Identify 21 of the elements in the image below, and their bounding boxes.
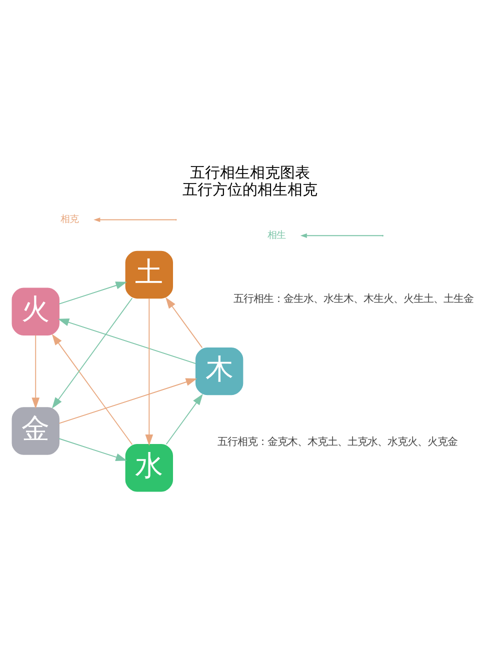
label: 五行相克：金克木、木克土、土克水、水克火、火克金 [218,436,458,448]
arrow [58,282,127,304]
arrow [32,334,40,409]
arrow [52,334,133,445]
node-box: 水 [125,444,174,492]
label: 五行相生：金生水、水生木、木生火、火生土、土生金 [234,292,474,305]
arrow [52,298,133,409]
caption: 五行方位的相生相克 [182,180,318,198]
arrow [58,378,198,424]
node-box: 金 [12,407,60,455]
arrow [166,394,203,445]
arrow [145,298,154,446]
node-box: 土 [125,250,174,299]
diagram-title: 五行相生相克图表 [190,163,310,182]
arrow [166,297,203,348]
legend-label: 相克 [60,214,79,226]
node-box: 木 [195,347,244,396]
arrow [58,318,196,364]
legend-label: 相生 [267,230,286,241]
arrow [58,438,127,461]
node-box: 火 [12,288,60,336]
